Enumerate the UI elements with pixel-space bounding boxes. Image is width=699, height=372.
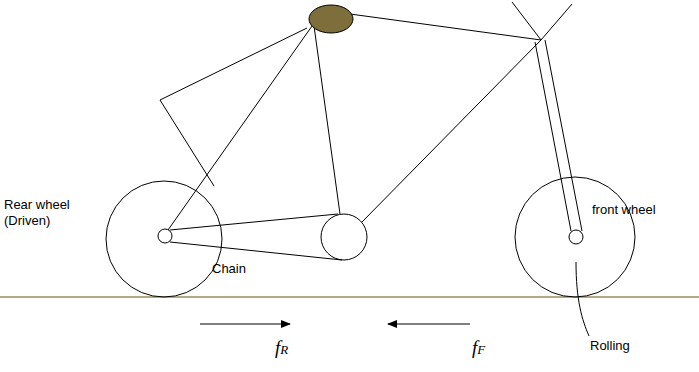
rear-hub (158, 229, 172, 243)
handlebar-right (541, 4, 572, 40)
fork-left (535, 42, 571, 231)
rear-wheel (106, 181, 222, 297)
down-tube (362, 40, 541, 222)
chain-top (170, 214, 338, 230)
part-label: Chain (212, 261, 246, 277)
part-label: front wheel (592, 202, 656, 218)
seat-stay (168, 26, 312, 230)
leader-line (576, 262, 589, 336)
part-label: Rolling (590, 338, 630, 354)
part-label: Rear wheel (Driven) (4, 197, 78, 229)
fork-right (545, 40, 582, 231)
handlebar-left (512, 2, 541, 40)
force-arrow (200, 324, 290, 325)
force-label: fF (472, 338, 485, 360)
crank-sprocket (321, 214, 367, 260)
ground-line (0, 296, 699, 298)
rear-rack (160, 28, 307, 186)
force-label: fR (275, 338, 288, 360)
force-arrow (388, 324, 470, 325)
front-hub (569, 230, 583, 244)
seat (309, 5, 353, 33)
top-tube (350, 14, 541, 40)
seat-tube (314, 26, 340, 214)
chain-bottom (170, 242, 342, 260)
